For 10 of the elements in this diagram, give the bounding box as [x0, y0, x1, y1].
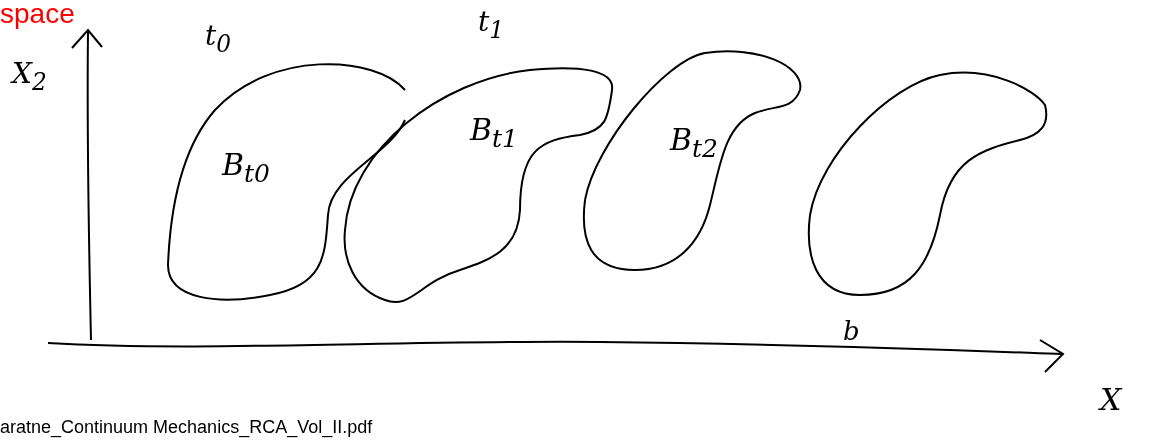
- axis-label: X$_{2}$: [12, 60, 47, 94]
- body-label: B$_{t0}$: [222, 150, 270, 186]
- body-label: B$_{t2}$: [670, 125, 718, 161]
- heading-text: space: [0, 0, 75, 28]
- time-label: t$_{1}$: [478, 8, 505, 42]
- time-label: t$_{0}$: [205, 22, 232, 56]
- body-label: B$_{t1}$: [470, 115, 518, 151]
- point-label: b: [843, 318, 860, 344]
- axis-label: X: [1100, 385, 1122, 415]
- source-note: aratne_Continuum Mechanics_RCA_Vol_II.pdf: [0, 418, 373, 436]
